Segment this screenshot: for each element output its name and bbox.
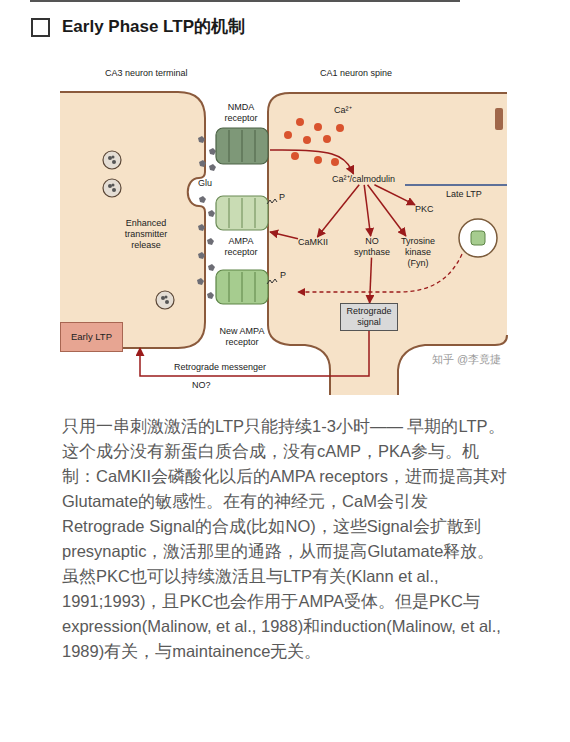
top-rule <box>30 0 460 2</box>
phospho-label: P <box>280 270 286 281</box>
receptor-label: NMDA receptor <box>212 102 270 168</box>
pathway-arrow <box>374 185 415 205</box>
new-ampa-receptor-symbol <box>216 270 277 304</box>
node-body: Enhanced transmitter release <box>115 218 177 250</box>
node-label: CA3 neuron terminal <box>105 68 188 79</box>
node-label: NO synthase <box>352 236 392 258</box>
node-label: Tyrosine kinase (Fyn) <box>398 236 438 268</box>
pathway-arrow <box>270 232 298 239</box>
paragraph: 虽然PKC也可以持续激活且与LTP有关(Klann et al., 1991;1… <box>62 564 508 664</box>
messenger-label: NO? <box>192 380 211 391</box>
phase-box: Early LTP <box>60 322 123 352</box>
node-label: Ca²⁺/calmodulin <box>332 174 395 185</box>
receptor-label: AMPA receptor <box>212 192 270 258</box>
enzyme-label: NO synthase <box>352 236 392 258</box>
late-ltp-divider <box>405 184 507 186</box>
node-label: New AMPA receptor <box>212 326 272 348</box>
node-label: PKC <box>415 204 434 215</box>
node-label: Early LTP <box>71 331 112 342</box>
checkbox <box>32 19 49 36</box>
node-label: CA1 neuron spine <box>320 68 392 79</box>
node-label: Retrograde signal <box>345 306 393 328</box>
pathway-arrow <box>364 185 370 236</box>
nmda-receptor-symbol <box>216 128 268 164</box>
receptor-vesicle <box>459 219 497 257</box>
ampa-receptor-symbol <box>216 196 277 230</box>
watermark: 知乎 @李竟捷 <box>432 353 501 366</box>
node-label: NMDA receptor <box>212 102 270 124</box>
edge-label: Retrograde messenger <box>172 362 268 373</box>
page-heading: Early Phase LTP的机制 <box>62 17 245 37</box>
pathway-arrow <box>368 185 406 236</box>
molecule-label: Ca²⁺/calmodulin <box>332 174 395 185</box>
signal-box: Retrograde signal <box>340 303 398 331</box>
edge-tab <box>495 108 503 130</box>
spine-outline <box>268 93 507 395</box>
spine-region: CA1 neuron spineCa²⁺/calmodulinCaMKII NO … <box>262 68 507 395</box>
pathway-arrow <box>270 150 354 174</box>
enzyme-label: PKC <box>415 204 434 215</box>
transmitter-label: Glu <box>198 178 212 189</box>
pathway-arrow <box>370 258 372 303</box>
terminal-fill <box>60 92 205 348</box>
enzyme-label: Tyrosine kinase (Fyn) <box>398 236 438 268</box>
pathway-arrow <box>317 185 359 237</box>
phospho-label: P <box>279 192 285 203</box>
calcium-ions <box>284 118 344 166</box>
terminal-outline <box>60 92 205 348</box>
paragraph: 只用一串刺激激活的LTP只能持续1-3小时—— 早期的LTP。这个成分没有新蛋白… <box>62 414 508 564</box>
insertion-arrow <box>298 254 462 292</box>
terminal-region: CA3 neuron terminalEnhanced transmitter … <box>60 68 210 348</box>
spine-fill <box>268 93 507 395</box>
node-label: CaMKII <box>298 237 328 248</box>
receptor-label: New AMPA receptor <box>212 266 272 348</box>
ion-label: Ca²⁺ <box>334 105 352 116</box>
enzyme-label: CaMKII <box>298 237 328 248</box>
glutamate-particles <box>197 136 216 299</box>
phase-label: Late LTP <box>446 189 482 200</box>
node-label: AMPA receptor <box>212 236 270 258</box>
